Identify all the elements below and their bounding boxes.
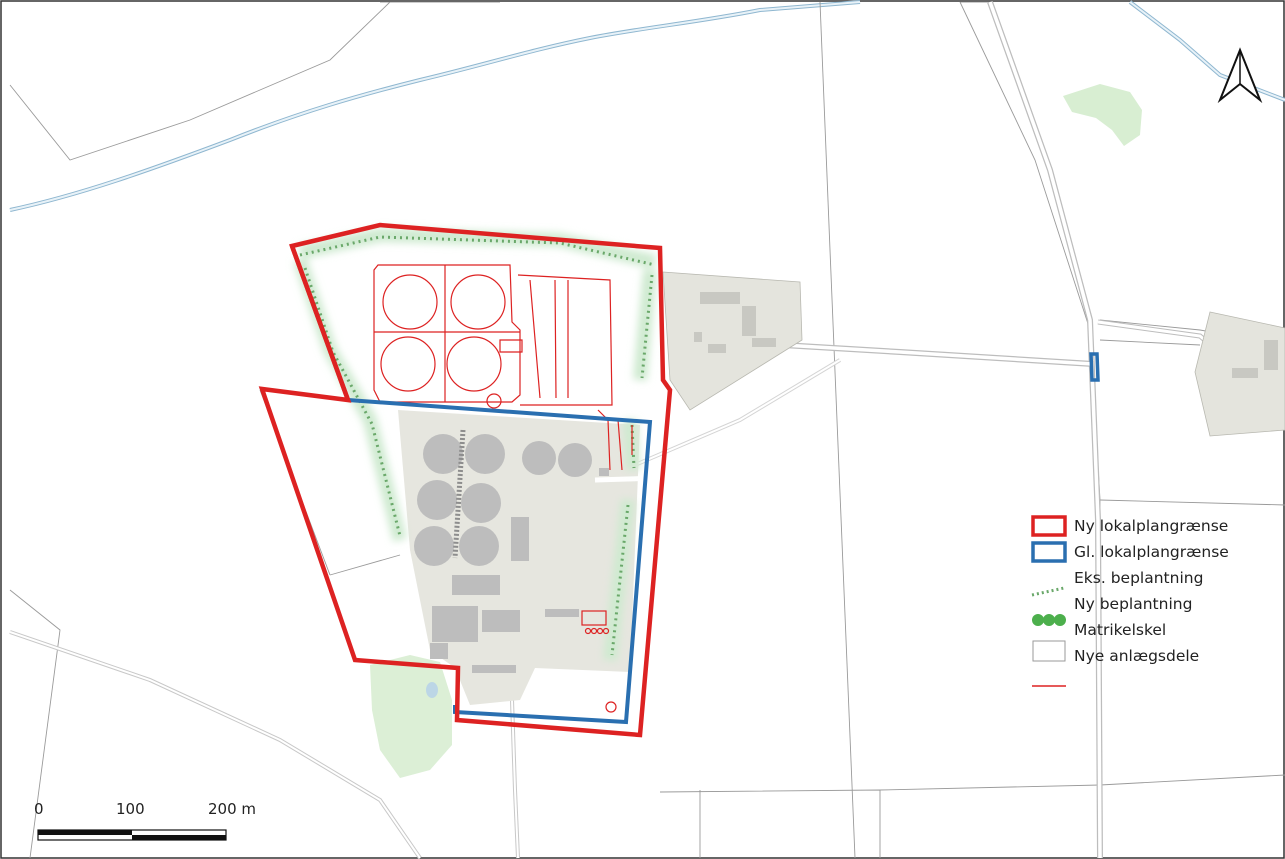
legend-label: Ny lokalplangrænse: [1074, 517, 1229, 535]
scale-label-100: 100: [116, 800, 145, 818]
existing-pipe: [452, 429, 466, 559]
existing-buildings: [430, 468, 609, 673]
scale-bar: [37, 829, 227, 841]
legend-label: Ny beplantning: [1074, 595, 1193, 613]
old-local-plan-boundary-road-marker: [1089, 352, 1100, 382]
scale-label-200: 200 m: [208, 800, 257, 818]
legend-item-new-planting: Ny beplantning: [1030, 592, 1280, 618]
new-local-plan-boundary: [258, 222, 673, 738]
legend-item-new-facility: Nye anlægsdele: [1030, 644, 1280, 670]
legend-item-existing-planting: Eks. beplantning: [1030, 566, 1280, 592]
farm-plot-east-of-site: [662, 271, 803, 411]
north-arrow-icon: [1217, 47, 1263, 104]
legend-item-old-boundary: Gl. lokalplangrænse: [1030, 540, 1280, 566]
scale-label-zero: 0: [34, 800, 44, 818]
legend-label: Gl. lokalplangrænse: [1074, 543, 1229, 561]
access-road-existing: [594, 475, 661, 483]
new-facility-parts: [373, 264, 633, 713]
farm-buildings-far-east: [1232, 340, 1278, 378]
green-area-northeast: [1063, 84, 1142, 146]
legend-label: Matrikelskel: [1074, 621, 1167, 639]
legend-label: Nye anlægsdele: [1074, 647, 1200, 665]
legend-item-cadastral: Matrikelskel: [1030, 618, 1280, 644]
new-local-plan-boundary-north: [289, 245, 351, 401]
farm-buildings: [694, 292, 776, 353]
pond: [426, 682, 438, 698]
legend-label: Eks. beplantning: [1074, 569, 1204, 587]
existing-tanks: [414, 434, 592, 566]
legend-swatches: [1031, 515, 1067, 687]
legend-item-new-boundary: Ny lokalplangrænse: [1030, 514, 1280, 540]
stream-inner: [9, 1, 861, 211]
legend: Ny lokalplangrænse Gl. lokalplangrænse E…: [1030, 514, 1280, 670]
